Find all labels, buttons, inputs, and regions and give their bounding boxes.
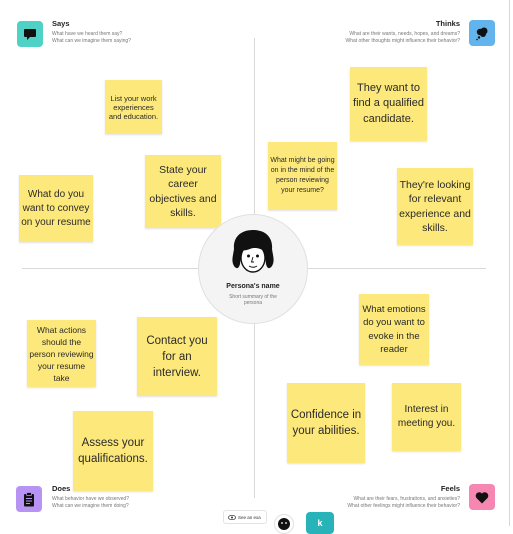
sticky-note[interactable]: Assess your qualifications. <box>73 411 153 491</box>
canvas-edge <box>509 0 510 526</box>
heart-icon <box>469 484 495 510</box>
see-example-label: See an exa <box>238 514 261 520</box>
sticky-note[interactable]: They're looking for relevant experience … <box>397 168 473 245</box>
face-avatar-button[interactable] <box>274 514 294 534</box>
feels-title: Feels <box>440 484 460 493</box>
does-subtitle-1: What behavior have we observed? <box>52 496 129 502</box>
persona-name: Persona's name <box>226 283 280 290</box>
sticky-note[interactable]: Contact you for an interview. <box>137 317 217 396</box>
sticky-note[interactable]: What emotions do you want to evoke in th… <box>359 294 429 365</box>
does-subtitle-2: What can we imagine them doing? <box>52 503 129 509</box>
see-example-button[interactable]: See an exa <box>223 510 267 524</box>
says-subtitle-2: What can we imagine them saying? <box>52 38 131 44</box>
thinks-title: Thinks <box>435 19 460 28</box>
sticky-note[interactable]: List your work experiences and education… <box>105 80 162 134</box>
speech-bubble-icon <box>17 21 43 47</box>
thought-cloud-icon <box>469 20 495 46</box>
feels-subtitle-1: What are their fears, frustrations, and … <box>353 496 460 502</box>
face-icon <box>278 518 290 530</box>
says-subtitle-1: What have we heard them say? <box>52 31 123 37</box>
empathy-map-board: Says What have we heard them say? What c… <box>16 19 495 534</box>
persona-avatar-icon <box>232 230 274 273</box>
sticky-note[interactable]: Confidence in your abilities. <box>287 383 365 463</box>
clipboard-icon <box>16 486 42 512</box>
thinks-subtitle-1: What are their wants, needs, hopes, and … <box>349 31 460 37</box>
says-title: Says <box>52 19 70 28</box>
does-title: Does <box>52 484 71 493</box>
eye-icon <box>228 514 236 520</box>
persona-summary: Short summary of the persona <box>229 294 277 306</box>
sticky-note[interactable]: Interest in meeting you. <box>392 383 461 451</box>
feels-subtitle-2: What other feelings might influence thei… <box>347 503 460 509</box>
sticky-note[interactable]: What might be going on in the mind of th… <box>268 142 337 210</box>
thinks-subtitle-2: What other thoughts might influence thei… <box>345 38 460 44</box>
sticky-note[interactable]: What actions should the person reviewing… <box>27 320 96 387</box>
sticky-note[interactable]: What do you want to convey on your resum… <box>19 175 93 242</box>
sticky-note[interactable]: They want to find a qualified candidate. <box>350 67 427 141</box>
sticky-note[interactable]: State your career objectives and skills. <box>145 155 221 228</box>
teal-action-button[interactable]: k <box>306 512 334 534</box>
